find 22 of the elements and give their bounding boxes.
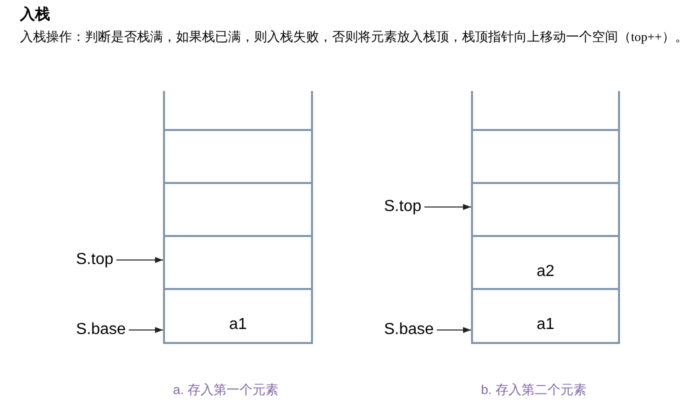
stack-cell: a1 — [163, 288, 313, 344]
arrow — [424, 204, 471, 210]
stack-cell: a1 — [471, 288, 620, 344]
arrow — [128, 327, 163, 333]
pointer-label: S.base — [76, 320, 126, 340]
arrow — [116, 257, 163, 263]
stack-cell — [163, 235, 313, 288]
heading: 入栈 — [20, 5, 50, 24]
arrow — [436, 327, 471, 333]
stack-cell: a2 — [471, 235, 620, 288]
stack-cell — [163, 129, 313, 182]
figure-caption: a. 存入第一个元素 — [173, 381, 278, 399]
pointer-label: S.base — [384, 320, 434, 340]
stack-cell — [471, 91, 620, 129]
stack-cell — [163, 91, 313, 129]
stack-cell — [471, 129, 620, 182]
pointer-label: S.top — [76, 250, 114, 270]
pointer-label: S.top — [384, 197, 422, 217]
stack-cell — [471, 182, 620, 235]
stack-cell — [163, 182, 313, 235]
description-text: 入栈操作：判断是否栈满，如果栈已满，则入栈失败，否则将元素放入栈顶，栈顶指针向上移动一个空间（top++）。 — [20, 29, 688, 46]
figure-caption: b. 存入第二个元素 — [481, 381, 586, 399]
